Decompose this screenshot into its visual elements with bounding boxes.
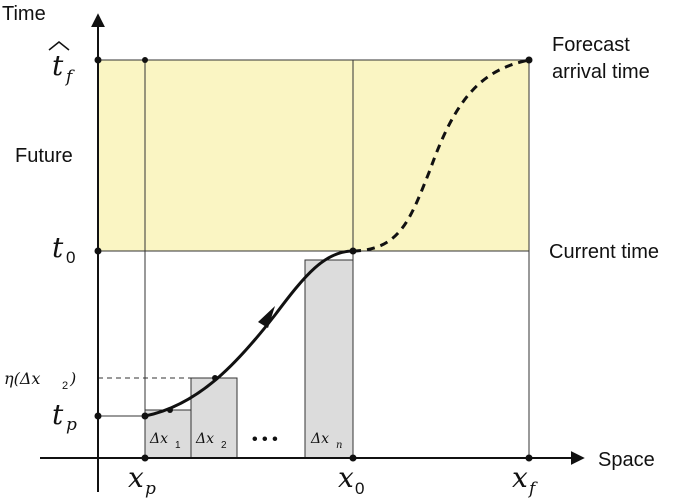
svg-text:n: n: [336, 440, 342, 451]
svg-text:0: 0: [355, 479, 364, 498]
svg-text:1: 1: [175, 440, 181, 451]
svg-text:p: p: [145, 479, 156, 499]
point-trajectory-start: [141, 412, 149, 420]
svg-text:x: x: [338, 461, 354, 494]
point-bar2-top: [212, 375, 218, 381]
tick-xf: x f: [512, 461, 538, 499]
forecast-label-line2: arrival time: [552, 61, 650, 83]
current-time-label: Current time: [549, 241, 659, 263]
future-band: [98, 60, 529, 251]
tick-tp: t p: [52, 398, 77, 435]
tick-t0: t 0: [52, 231, 75, 267]
bar-label-delta-xn: Δx n: [310, 431, 342, 451]
point-t0-axis: [94, 247, 102, 255]
bar-label-delta-x1: Δx 1: [149, 431, 181, 451]
svg-text:t: t: [52, 398, 64, 431]
forecast-label-line1: Forecast: [552, 34, 630, 56]
point-tf-axis: [94, 56, 102, 64]
svg-text:Δx: Δx: [310, 431, 329, 447]
svg-text:x: x: [512, 461, 528, 494]
svg-text:): ): [69, 369, 76, 388]
svg-text:2: 2: [221, 440, 227, 451]
svg-text:Δx: Δx: [195, 431, 214, 447]
point-xf-axis: [525, 454, 533, 462]
point-xp-axis: [141, 454, 149, 462]
point-tp-axis: [94, 412, 102, 420]
tick-xp: x p: [128, 461, 156, 499]
x-axis-label: Space: [598, 449, 655, 471]
svg-text:Δx: Δx: [149, 431, 168, 447]
bar-delta-xn: [304, 259, 354, 459]
tick-x0: x 0: [338, 461, 364, 498]
svg-text:0: 0: [66, 248, 75, 267]
point-x0-axis: [349, 454, 357, 462]
svg-text:t: t: [52, 49, 64, 82]
svg-text:f: f: [64, 67, 75, 87]
bars-ellipsis: • • •: [252, 431, 278, 448]
point-forecast: [525, 56, 533, 64]
bar-label-delta-x2: Δx 2: [195, 431, 227, 451]
point-current: [349, 247, 357, 255]
point-bar1-top: [167, 407, 173, 413]
point-tf-xp: [142, 57, 148, 63]
svg-text:η(Δx: η(Δx: [4, 369, 40, 388]
future-label: Future: [15, 145, 73, 167]
svg-text:p: p: [66, 415, 77, 435]
svg-text:f: f: [527, 479, 538, 499]
tick-tf-hat: t f: [48, 41, 75, 87]
tick-eta: η(Δx 2 ): [4, 369, 76, 392]
trajectory-arrow-icon: [258, 306, 275, 328]
svg-text:x: x: [128, 461, 144, 494]
svg-text:2: 2: [62, 380, 68, 392]
bar-delta-x1: [144, 409, 192, 459]
trajectory-past: [144, 249, 354, 418]
y-axis-label: Time: [2, 3, 46, 25]
svg-text:t: t: [52, 231, 64, 264]
